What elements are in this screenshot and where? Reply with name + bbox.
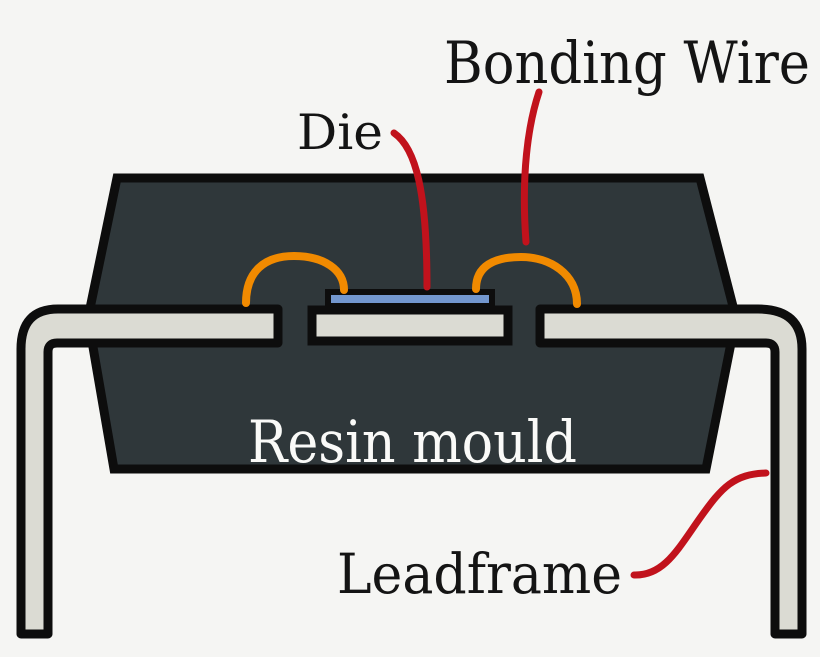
die-pointer-line xyxy=(390,129,431,291)
leadframe-right-lead xyxy=(535,304,807,639)
leadframe-left-lead xyxy=(16,304,283,639)
bonding-wire-label: Bonding Wire xyxy=(444,29,810,97)
leadframe-label: Leadframe xyxy=(337,542,622,606)
die-chip xyxy=(325,289,495,309)
leadframe-pointer-line xyxy=(630,469,770,579)
bond-wire-right xyxy=(472,252,581,308)
die-attach-pad xyxy=(307,305,513,346)
die-label: Die xyxy=(297,104,383,161)
bond-wire-left xyxy=(242,251,348,307)
resin-mould-label: Resin mould xyxy=(248,408,577,476)
bonding-wire-pointer-line xyxy=(520,88,543,246)
